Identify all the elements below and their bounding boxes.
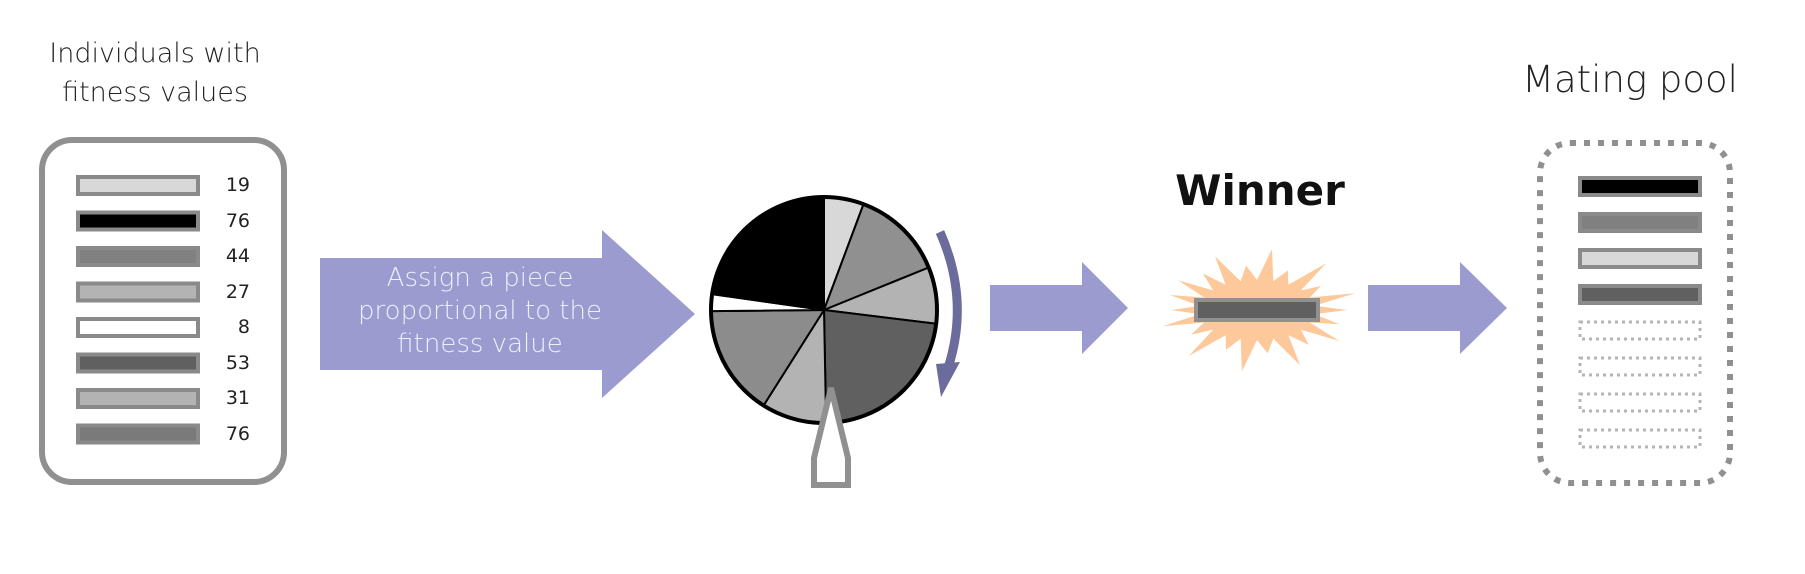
fitness-value: 8: [237, 316, 250, 338]
individual-bar: [76, 281, 200, 303]
fitness-value: 76: [225, 209, 250, 232]
individual-bar: [76, 388, 200, 409]
roulette-pointer: [811, 387, 851, 488]
mating-pool-empty-slot: [1578, 428, 1702, 449]
mating-pool-individual: [1578, 248, 1702, 269]
mating-pool-empty-slot: [1578, 392, 1702, 413]
population-box: [39, 137, 287, 485]
spin-arrow-head: [936, 362, 960, 397]
fitness-value: 27: [225, 280, 250, 303]
population-title-line-1: Individuals with: [49, 38, 261, 69]
assign-piece-arrow: [320, 230, 695, 398]
winner-individual: [1194, 298, 1320, 322]
individual-bar: [76, 175, 200, 196]
arrow-to-winner: [990, 262, 1128, 354]
fitness-value: 76: [225, 422, 250, 445]
assign-piece-text: Assign a piece proportional to the fitne…: [330, 262, 630, 361]
individual-bar: [76, 210, 200, 232]
mating-pool-title: Mating pool: [1522, 58, 1738, 101]
assign-text-line-2: proportional to the: [358, 296, 602, 326]
mating-pool-empty-slot: [1578, 356, 1702, 377]
population-bars: [76, 175, 200, 445]
mating-pool-individual: [1578, 212, 1702, 233]
individual-bar: [76, 246, 200, 267]
winner-title: Winner: [1175, 166, 1345, 215]
mating-pool-individual: [1578, 176, 1702, 197]
fitness-value: 19: [225, 174, 250, 196]
individual-bar: [76, 352, 200, 374]
individual-bar: [76, 317, 200, 338]
mating-pool-bars: [1578, 176, 1702, 449]
mating-pool-empty-slot: [1578, 320, 1702, 341]
fitness-value: 31: [225, 387, 250, 409]
population-title-line-2: fitness values: [62, 77, 248, 108]
assign-text-line-1: Assign a piece: [386, 263, 574, 293]
individual-bar: [76, 423, 200, 445]
assign-text-line-3: fitness value: [397, 329, 563, 359]
fitness-value: 53: [225, 351, 250, 374]
fitness-value: 44: [225, 245, 250, 267]
mating-pool-individual: [1578, 284, 1702, 305]
arrow-to-mating-pool: [1368, 262, 1507, 354]
population-title: Individuals with fitness values: [20, 34, 290, 112]
spin-direction-arrow: [935, 230, 962, 370]
